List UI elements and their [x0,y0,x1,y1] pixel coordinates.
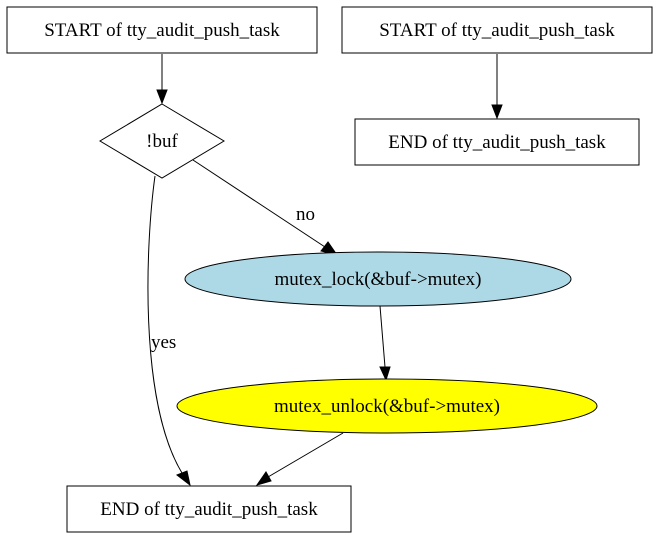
node-end-bottom-box [66,485,352,533]
node-mutex-lock: mutex_lock(&buf->mutex) [184,251,572,307]
node-end-right: END of tty_audit_push_task [354,118,640,166]
node-condition-buf-diamond [99,103,225,179]
node-condition-buf-label: !buf [146,131,178,152]
node-start-left-label: START of tty_audit_push_task [44,20,280,41]
node-end-bottom-label: END of tty_audit_push_task [100,499,318,520]
edges: no yes [147,54,503,487]
edge-unlock-to-end [267,432,344,478]
edge-start-to-condition-arrow [156,89,168,105]
edge-condition-to-end [147,175,183,474]
node-start-right-label: START of tty_audit_push_task [379,20,615,41]
node-condition-buf: !buf [99,103,225,179]
edge-lock-to-unlock-arrow [379,366,391,382]
edge-condition-to-lock [192,159,326,248]
node-start-right: START of tty_audit_push_task [341,6,653,54]
node-start-left-box [6,6,318,54]
edge-lock-to-unlock [379,305,386,368]
edge-label-no: no [296,204,315,225]
edge-label-yes: yes [151,332,176,353]
edge-unlock-to-end-arrow [255,471,272,486]
node-mutex-unlock-ellipse [176,378,598,434]
nodes: START of tty_audit_push_task START of tt… [6,6,653,533]
node-start-right-box [341,6,653,54]
node-end-right-box [354,118,640,166]
node-end-right-label: END of tty_audit_push_task [388,132,606,153]
node-mutex-lock-ellipse [184,251,572,307]
node-mutex-unlock-label: mutex_unlock(&buf->mutex) [274,396,500,417]
node-mutex-unlock: mutex_unlock(&buf->mutex) [176,378,598,434]
edge-condition-to-end-arrow [175,470,191,487]
node-end-bottom: END of tty_audit_push_task [66,485,352,533]
edge-start-right-to-end-right-arrow [491,104,503,120]
node-start-left: START of tty_audit_push_task [6,6,318,54]
node-mutex-lock-label: mutex_lock(&buf->mutex) [275,269,482,290]
